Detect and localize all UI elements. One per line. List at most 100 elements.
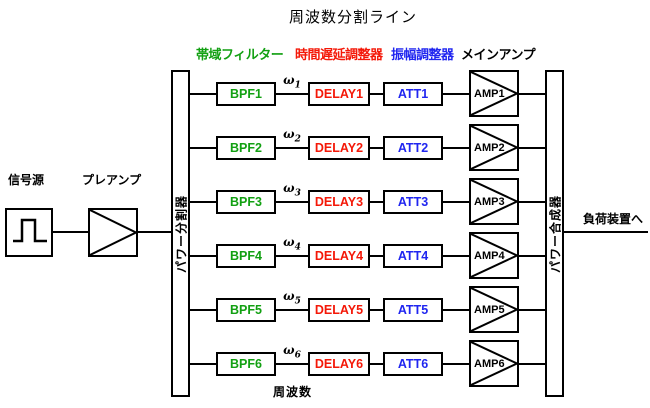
omega-label: ω5 <box>274 289 310 308</box>
bpf-box: BPF4 <box>216 244 276 268</box>
att-label: ATT3 <box>397 195 429 209</box>
wire <box>370 363 383 365</box>
wire <box>276 363 308 365</box>
att-box: ATT2 <box>383 136 443 160</box>
att-box: ATT1 <box>383 82 443 106</box>
page-title: 周波数分割ライン <box>289 9 418 26</box>
wire <box>276 93 308 95</box>
signal-source-box <box>5 208 53 257</box>
delay-box: DELAY4 <box>308 244 370 268</box>
wire <box>443 93 469 95</box>
wire <box>189 309 216 311</box>
amplifier-triangle-icon <box>471 72 517 115</box>
delay-label: DELAY1 <box>314 87 364 101</box>
bpf-box: BPF6 <box>216 352 276 376</box>
channel-row-5: BPF5 ω5 DELAY5 ATT5 AMP5 <box>0 286 650 334</box>
omega-symbol: ω <box>283 235 295 249</box>
bpf-box: BPF2 <box>216 136 276 160</box>
att-label: ATT4 <box>397 249 429 263</box>
omega-label: ω4 <box>274 235 310 254</box>
amp-label: AMP5 <box>474 303 505 316</box>
wire <box>276 309 308 311</box>
legend-time-delay-adjuster: 時間遅延調整器 <box>295 47 383 62</box>
omega-symbol: ω <box>283 181 295 195</box>
omega-symbol: ω <box>283 289 295 303</box>
delay-box: DELAY6 <box>308 352 370 376</box>
delay-box: DELAY1 <box>308 82 370 106</box>
amp-box: AMP5 <box>469 286 519 333</box>
delay-label: DELAY5 <box>314 303 364 317</box>
omega-subscript: 4 <box>294 242 301 253</box>
wire <box>370 201 383 203</box>
bpf-label: BPF2 <box>230 141 262 155</box>
wire-source-to-preamp <box>53 231 88 233</box>
wire <box>519 147 545 149</box>
amp-box: AMP1 <box>469 70 519 117</box>
wire <box>443 363 469 365</box>
channel-row-4: BPF4 ω4 DELAY4 ATT4 AMP4 <box>0 232 650 280</box>
wire <box>370 93 383 95</box>
omega-symbol: ω <box>283 73 295 87</box>
delay-label: DELAY4 <box>314 249 364 263</box>
omega-subscript: 6 <box>294 350 301 361</box>
wire <box>370 255 383 257</box>
amp-label: AMP4 <box>474 249 505 262</box>
wire <box>189 255 216 257</box>
bpf-label: BPF4 <box>230 249 262 263</box>
legend-main-amp: メインアンプ <box>461 47 536 62</box>
wire <box>519 363 545 365</box>
wire <box>519 201 545 203</box>
delay-box: DELAY2 <box>308 136 370 160</box>
wire <box>276 147 308 149</box>
wire <box>443 255 469 257</box>
amplifier-triangle-icon <box>471 234 517 277</box>
legend-bandpass-filter: 帯域フィルター <box>196 47 284 62</box>
bpf-label: BPF5 <box>230 303 262 317</box>
wire <box>189 201 216 203</box>
channel-row-1: BPF1 ω1 DELAY1 ATT1 AMP1 <box>0 70 650 118</box>
bpf-box: BPF5 <box>216 298 276 322</box>
att-box: ATT3 <box>383 190 443 214</box>
att-label: ATT1 <box>397 87 429 101</box>
omega-subscript: 2 <box>294 134 301 145</box>
wire <box>189 363 216 365</box>
legend-amplitude-adjuster: 振幅調整器 <box>391 47 454 62</box>
amp-label: AMP3 <box>474 195 505 208</box>
omega-label: ω6 <box>274 343 310 362</box>
amplifier-triangle-icon <box>471 288 517 331</box>
att-label: ATT6 <box>397 357 429 371</box>
amplifier-triangle-icon <box>471 342 517 385</box>
bpf-box: BPF1 <box>216 82 276 106</box>
bpf-label: BPF6 <box>230 357 262 371</box>
omega-symbol: ω <box>283 343 295 357</box>
att-box: ATT5 <box>383 298 443 322</box>
omega-subscript: 5 <box>294 296 301 307</box>
amp-box: AMP4 <box>469 232 519 279</box>
power-combiner-box: パワー合成器 <box>545 70 564 397</box>
wire-preamp-to-divider <box>138 231 171 233</box>
amp-box: AMP6 <box>469 340 519 387</box>
amplifier-triangle-icon <box>471 126 517 169</box>
preamp-box <box>88 208 138 257</box>
att-label: ATT2 <box>397 141 429 155</box>
channel-row-2: BPF2 ω2 DELAY2 ATT2 AMP2 <box>0 124 650 172</box>
bpf-box: BPF3 <box>216 190 276 214</box>
wire <box>276 201 308 203</box>
power-divider-box: パワー分割器 <box>171 70 190 397</box>
wire <box>519 309 545 311</box>
amp-label: AMP1 <box>474 87 505 100</box>
wire <box>189 147 216 149</box>
channel-row-6: BPF6 ω6 DELAY6 ATT6 AMP6 <box>0 340 650 388</box>
att-label: ATT5 <box>397 303 429 317</box>
delay-box: DELAY3 <box>308 190 370 214</box>
omega-label: ω3 <box>274 181 310 200</box>
bpf-label: BPF3 <box>230 195 262 209</box>
wire <box>443 309 469 311</box>
amp-label: AMP6 <box>474 357 505 370</box>
channel-row-3: BPF3 ω3 DELAY3 ATT3 AMP3 <box>0 178 650 226</box>
delay-label: DELAY6 <box>314 357 364 371</box>
wire <box>443 147 469 149</box>
wire <box>370 147 383 149</box>
delay-box: DELAY5 <box>308 298 370 322</box>
